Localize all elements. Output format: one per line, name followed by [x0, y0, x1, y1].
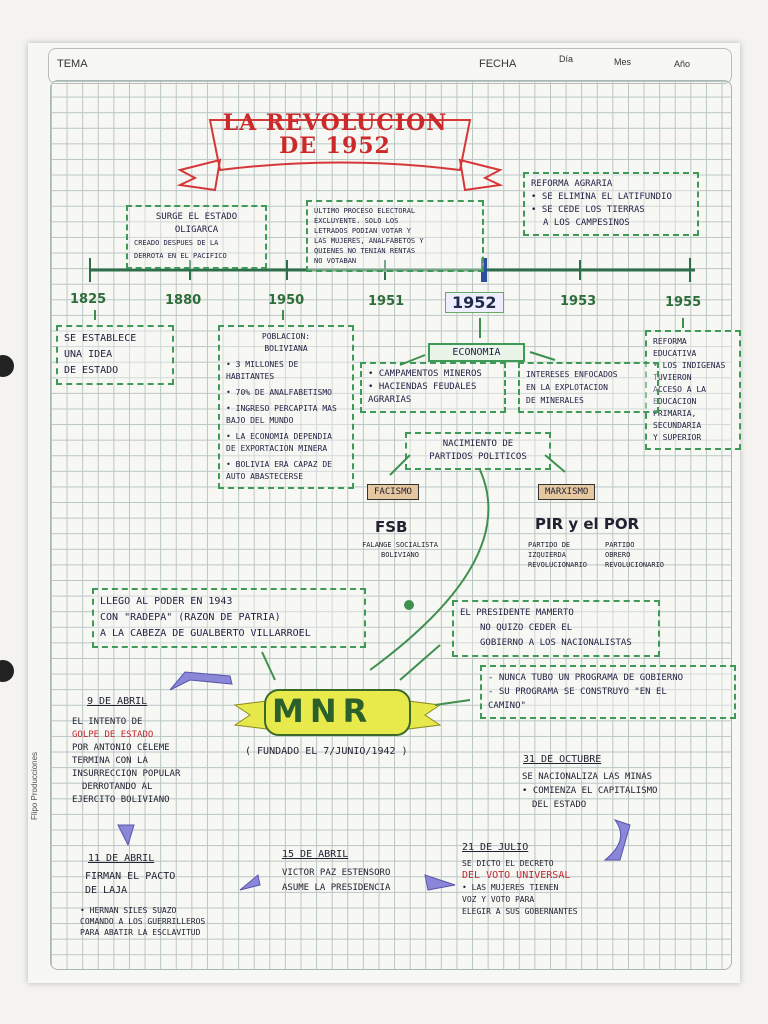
- pir-por-label: PIR y el POR: [535, 515, 640, 533]
- economia-right-box: INTERESES ENFOCADOS EN LA EXPLOTACION DE…: [518, 362, 659, 413]
- publisher-footer: Flipo Producciones: [30, 751, 39, 820]
- box-1955: REFORMA EDUCATIVA • LOS INDIGENAS TUVIER…: [645, 330, 741, 450]
- mnr-banner-icon: [233, 689, 442, 736]
- event-11-abril-text: FIRMAN EL PACTO DE LAJA: [85, 871, 176, 896]
- fecha-label: FECHA: [479, 58, 517, 70]
- event-date-15-abril: 15 DE ABRIL: [282, 849, 349, 860]
- fsb-label: FSB: [375, 518, 408, 536]
- event-31-octubre-text: SE NACIONALIZA LAS MINAS • COMIENZA EL C…: [522, 772, 658, 810]
- economia-left-box: • CAMPAMENTOS MINEROS • HACIENDAS FEUDAL…: [360, 362, 506, 413]
- dia-label: Día: [559, 54, 574, 64]
- title-line-2: DE 1952: [279, 133, 391, 159]
- year-1880: 1880: [165, 293, 202, 308]
- title-banner-icon: [176, 119, 504, 192]
- event-date-9-abril: 9 DE ABRIL: [87, 696, 148, 707]
- event-15-abril-text: VICTOR PAZ ESTENSORO ASUME LA PRESIDENCI…: [282, 868, 391, 893]
- year-1951: 1951: [368, 294, 405, 309]
- binder-hole: [0, 355, 14, 377]
- programa-box: - NUNCA TUBO UN PROGRAMA DE GOBIERNO- SU…: [480, 665, 736, 719]
- box-1953: REFORMA AGRARIA • SE ELIMINA EL LATIFUND…: [523, 172, 699, 236]
- title-line-1: LA REVOLUCION: [222, 110, 448, 136]
- year-1953: 1953: [560, 294, 597, 309]
- binder-hole: [0, 660, 14, 682]
- facismo-tag: FACISMO: [367, 484, 419, 500]
- partidos-label: NACIMIENTO DE PARTIDOS POLITICOS: [405, 432, 551, 470]
- year-1955: 1955: [665, 295, 702, 310]
- mnr-founded: ( FUNDADO EL 7/JUNIO/1942 ): [245, 746, 408, 757]
- box-1825: SE ESTABLECE UNA IDEA DE ESTADO: [56, 325, 174, 385]
- event-date-21-julio: 21 DE JULIO: [462, 842, 529, 853]
- event-date-31-octubre: 31 DE OCTUBRE: [523, 754, 602, 765]
- year-1952: 1952: [445, 292, 504, 313]
- box-1950: POBLACION: BOLIVIANA • 3 MILLONES DE HAB…: [218, 325, 354, 489]
- event-11-abril-note: • HERNAN SILES SUAZO COMANDO A LOS GUERR…: [80, 906, 206, 937]
- year-1950: 1950: [268, 293, 305, 308]
- anio-label: Año: [674, 59, 691, 69]
- event-9-abril-text: EL INTENTO DE GOLPE DE ESTADO POR ANTONI…: [72, 717, 181, 805]
- event-date-11-abril: 11 DE ABRIL: [88, 853, 155, 864]
- box-1880: SURGE EL ESTADO OLIGARCA CREADO DESPUES …: [126, 205, 267, 269]
- mnr-label: MNR: [272, 692, 374, 730]
- economia-label: ECONOMIA: [428, 343, 525, 362]
- tema-label: TEMA: [57, 58, 88, 70]
- mes-label: Mes: [614, 57, 632, 67]
- box-1951: ULTIMO PROCESO ELECTORAL EXCLUYENTE. SOL…: [306, 200, 484, 272]
- event-21-julio-text: SE DICTO EL DECRETO DEL VOTO UNIVERSAL •…: [462, 859, 578, 916]
- year-1825: 1825: [70, 292, 107, 307]
- marxismo-tag: MARXISMO: [538, 484, 596, 500]
